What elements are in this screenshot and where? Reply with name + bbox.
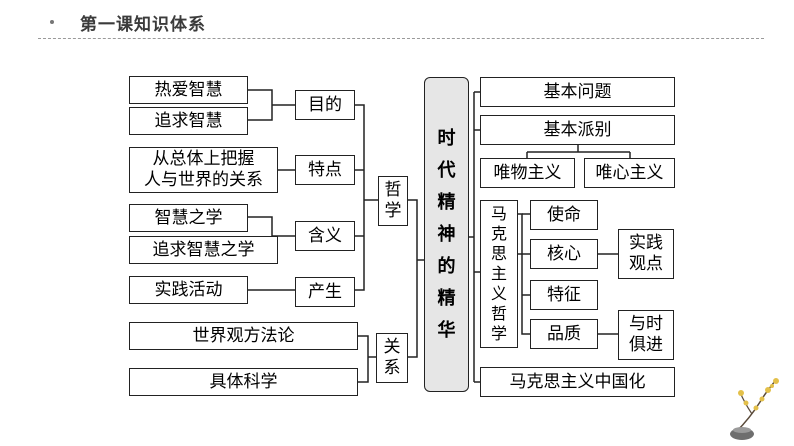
node-sinicization: 马克思主义中国化 xyxy=(480,367,675,397)
node-label: 唯心主义 xyxy=(595,162,664,183)
node-label: 核心 xyxy=(547,243,581,264)
leaf-label: 智慧之学 xyxy=(154,207,223,228)
node-char: 学 xyxy=(490,324,507,343)
leaf-pursue-wisdom-study: 追求智慧之学 xyxy=(129,236,278,264)
connector-groups xyxy=(355,104,365,291)
node-label: 实践 xyxy=(629,233,663,253)
plum-vase-decoration-icon xyxy=(730,378,779,440)
group-meaning: 含义 xyxy=(295,221,355,251)
leaf-label: 具体科学 xyxy=(209,371,278,392)
node-char: 哲 xyxy=(490,304,507,323)
group-feature: 特点 xyxy=(295,155,355,185)
node-label: 观点 xyxy=(629,254,663,274)
center-char: 精 xyxy=(437,287,456,309)
node-relation: 关 系 xyxy=(376,333,408,383)
header-bullet xyxy=(50,20,54,24)
node-label: 品质 xyxy=(547,323,581,344)
leaf-practice: 实践活动 xyxy=(129,276,248,304)
node-materialism: 唯物主义 xyxy=(480,158,575,188)
node-feature: 特征 xyxy=(530,280,598,310)
node-quality: 品质 xyxy=(530,319,598,349)
center-char: 精 xyxy=(437,191,456,213)
node-label: 基本问题 xyxy=(543,81,612,102)
leaf-label: 人与世界的关系 xyxy=(144,170,263,190)
node-char: 关 xyxy=(383,337,401,357)
node-label: 与时 xyxy=(629,314,663,334)
center-char: 时 xyxy=(437,127,456,149)
node-keep-pace: 与时 俱进 xyxy=(618,310,674,360)
node-idealism: 唯心主义 xyxy=(584,158,675,188)
group-label: 产生 xyxy=(308,281,342,302)
group-label: 含义 xyxy=(308,225,342,246)
node-philosophy: 哲 学 xyxy=(378,176,408,226)
node-label: 唯物主义 xyxy=(493,162,562,183)
leaf-label: 追求智慧 xyxy=(154,110,223,131)
leaf-grasp-whole: 从总体上把握 人与世界的关系 xyxy=(129,147,278,193)
leaf-worldview: 世界观方法论 xyxy=(129,322,358,350)
node-label: 俱进 xyxy=(629,335,663,355)
node-char: 马 xyxy=(490,204,507,223)
node-char: 学 xyxy=(384,201,402,221)
node-practice-view: 实践 观点 xyxy=(618,229,674,279)
group-purpose: 目的 xyxy=(295,90,355,120)
leaf-label: 世界观方法论 xyxy=(192,325,295,346)
node-char: 系 xyxy=(383,358,401,378)
node-basic-question: 基本问题 xyxy=(480,77,675,107)
node-char: 哲 xyxy=(384,180,402,200)
leaf-label: 从总体上把握 xyxy=(152,149,255,169)
header-divider xyxy=(38,38,764,39)
leaf-label: 追求智慧之学 xyxy=(152,239,255,260)
leaf-wisdom-study: 智慧之学 xyxy=(129,204,248,232)
node-label: 特征 xyxy=(547,284,581,305)
connector-aspects xyxy=(518,213,530,335)
node-core: 核心 xyxy=(530,239,598,269)
center-char: 华 xyxy=(437,319,456,341)
connector-purpose xyxy=(248,89,273,121)
page-title: 第一课知识体系 xyxy=(80,15,206,35)
connector-to-center xyxy=(408,199,418,358)
node-char: 义 xyxy=(490,284,507,303)
center-char: 代 xyxy=(437,159,456,181)
leaf-label: 热爱智慧 xyxy=(154,79,223,100)
leaf-specific-science: 具体科学 xyxy=(129,368,358,396)
center-char: 神 xyxy=(437,223,456,245)
leaf-pursue-wisdom: 追求智慧 xyxy=(129,107,248,135)
node-char: 思 xyxy=(490,244,507,263)
node-char: 克 xyxy=(490,224,507,243)
node-mission: 使命 xyxy=(530,200,598,230)
group-label: 目的 xyxy=(308,94,342,115)
leaf-label: 实践活动 xyxy=(154,279,223,300)
connector-relation xyxy=(358,335,369,383)
node-marxist-philosophy: 马 克 思 主 义 哲 学 xyxy=(480,200,518,348)
leaf-love-wisdom: 热爱智慧 xyxy=(129,76,248,104)
node-char: 主 xyxy=(490,264,507,283)
group-origin: 产生 xyxy=(295,277,355,307)
node-label: 使命 xyxy=(547,204,581,225)
node-label: 马克思主义中国化 xyxy=(509,371,646,392)
node-label: 基本派别 xyxy=(543,119,612,140)
node-basic-schools: 基本派别 xyxy=(480,115,675,145)
center-char: 的 xyxy=(437,255,456,277)
connector-schools xyxy=(526,143,631,158)
group-label: 特点 xyxy=(308,159,342,180)
center-essence-column: 时 代 精 神 的 精 华 xyxy=(424,77,469,392)
